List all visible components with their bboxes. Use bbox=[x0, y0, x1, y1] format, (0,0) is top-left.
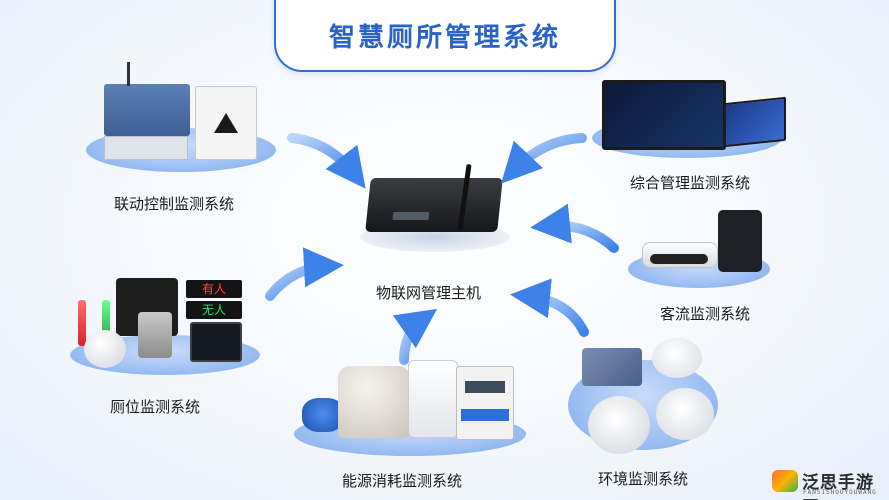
status-light-green bbox=[102, 300, 110, 346]
label-environment-system: 环境监测系统 bbox=[598, 470, 689, 488]
soap-dispenser-device bbox=[408, 360, 458, 438]
air-sensor-left bbox=[588, 396, 650, 454]
arrow-environment-to-host bbox=[510, 278, 589, 337]
vacant-text: 无人 bbox=[201, 303, 226, 317]
smoke-detector-top bbox=[652, 338, 702, 378]
arrow-passenger-to-host bbox=[530, 203, 619, 253]
watermark-brand: 泛思手游网 bbox=[802, 473, 874, 500]
label-passenger-system: 客流监测系统 bbox=[660, 305, 751, 323]
passenger-display-device bbox=[718, 210, 762, 272]
water-meter-device bbox=[302, 398, 344, 432]
arrow-stall-to-host bbox=[265, 247, 344, 301]
label-energy-system: 能源消耗监测系统 bbox=[342, 472, 463, 490]
meter-display bbox=[465, 381, 505, 393]
arrow-integrated-to-host bbox=[501, 133, 587, 184]
page-title: 智慧厕所管理系统 bbox=[328, 22, 561, 53]
label-linkage-system: 联动控制监测系统 bbox=[114, 195, 235, 213]
gateway-box-device bbox=[195, 86, 257, 160]
arrow-energy-to-host bbox=[392, 308, 438, 365]
brand-logo-icon bbox=[772, 470, 798, 492]
occupied-text: 有人 bbox=[201, 282, 226, 296]
stall-touch-panel bbox=[190, 322, 242, 362]
paper-dispenser-device bbox=[338, 366, 410, 438]
environment-gateway-device bbox=[582, 348, 642, 386]
meter-terminal-strip bbox=[461, 409, 509, 421]
occupancy-indicator-vacant: 无人 bbox=[186, 301, 242, 319]
electric-meter-device bbox=[456, 366, 514, 440]
ceiling-sensor-dome bbox=[84, 330, 126, 368]
door-lock-device bbox=[138, 312, 172, 358]
air-sensor-right bbox=[656, 388, 714, 440]
control-module-device bbox=[104, 136, 188, 160]
label-stall-system: 厕位监测系统 bbox=[110, 398, 201, 416]
label-integrated-system: 综合管理监测系统 bbox=[630, 174, 751, 192]
control-cabinet-device bbox=[104, 84, 190, 136]
counter-sensor-lens bbox=[650, 254, 708, 264]
title-banner: 智慧厕所管理系统 bbox=[274, 0, 616, 72]
watermark-subtext: FANSISHOUYOUWANG bbox=[803, 489, 877, 496]
arrow-linkage-to-host bbox=[287, 133, 366, 189]
label-iot-host: 物联网管理主机 bbox=[376, 284, 482, 302]
occupancy-indicator-occupied: 有人 bbox=[186, 280, 242, 298]
antenna-icon bbox=[127, 62, 130, 86]
status-light-red bbox=[78, 300, 86, 346]
warning-triangle-icon bbox=[214, 113, 238, 133]
